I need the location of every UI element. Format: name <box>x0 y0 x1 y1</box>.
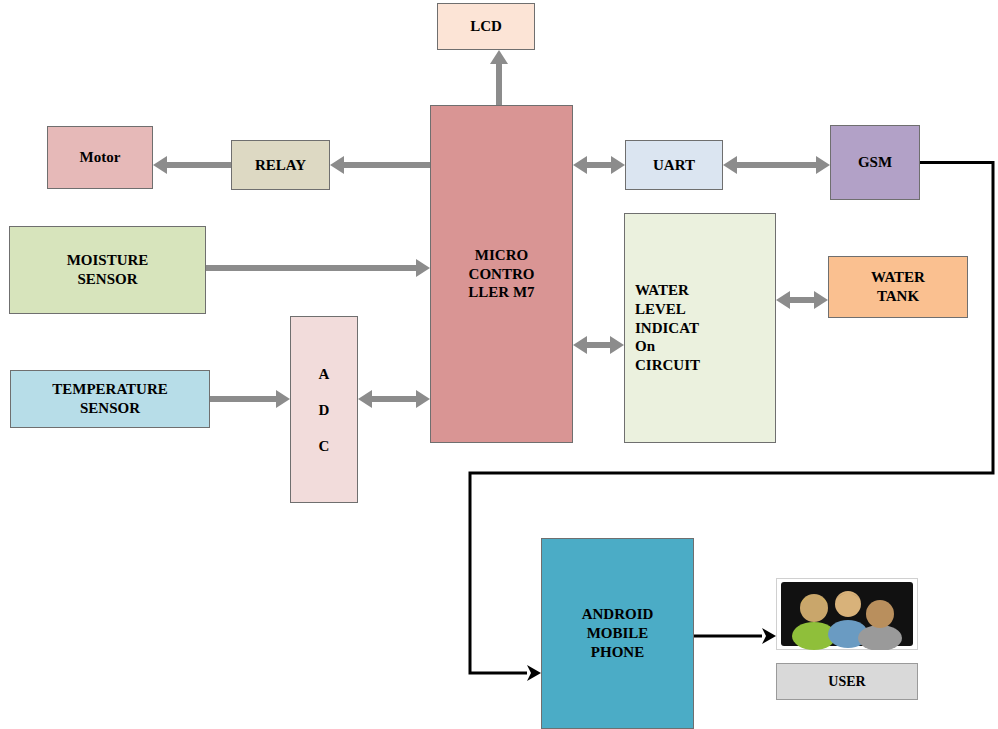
person-hair <box>866 602 894 610</box>
display-box: LCD <box>437 3 535 50</box>
data-arrow <box>587 162 611 168</box>
phone-box: ANDROID MOBILE PHONE <box>541 538 694 729</box>
node-label: ANDROID MOBILE PHONE <box>573 605 663 661</box>
motor-box: Motor <box>47 126 153 189</box>
user-icon <box>776 578 918 650</box>
node-label: MOISTURE SENSOR <box>53 251 163 289</box>
person-body <box>858 625 902 650</box>
person-head <box>866 600 894 628</box>
node-label: MICRO CONTRO LLER M7 <box>462 246 542 302</box>
node-label: TEMPERATURE SENSOR <box>45 380 175 418</box>
user-label: USER <box>776 663 918 701</box>
uart-box: UART <box>625 140 723 190</box>
data-arrow <box>790 297 814 303</box>
person-head <box>800 594 828 622</box>
person-hair <box>800 596 828 604</box>
data-arrow <box>167 162 231 168</box>
data-arrow <box>210 396 276 402</box>
data-arrow <box>587 342 610 348</box>
user-box: USER <box>776 578 918 700</box>
adc-box: A D C <box>290 316 358 503</box>
circuit-box: WATER LEVEL INDICAT On CIRCUIT <box>624 213 776 443</box>
node-label: RELAY <box>255 156 306 175</box>
node-label: UART <box>653 156 695 175</box>
relay-box: RELAY <box>231 140 330 190</box>
node-label: WATER LEVEL INDICAT On CIRCUIT <box>635 281 715 375</box>
data-arrow <box>737 162 816 168</box>
data-arrow <box>206 265 416 271</box>
person-head <box>835 591 861 617</box>
data-arrow <box>372 396 416 402</box>
node-label: WATER TANK <box>858 268 938 306</box>
node-label: GSM <box>858 153 892 172</box>
sensor-box: TEMPERATURE SENSOR <box>10 370 210 428</box>
icon-frame <box>776 578 918 650</box>
data-arrow <box>496 64 502 105</box>
node-label: LCD <box>470 17 502 36</box>
tank-box: WATER TANK <box>828 256 968 318</box>
sensor-box: MOISTURE SENSOR <box>9 226 206 314</box>
data-arrow <box>344 162 430 168</box>
node-label: Motor <box>80 148 121 167</box>
signal-arrow <box>694 635 762 638</box>
node-label: A D C <box>317 356 332 464</box>
person-hair <box>835 593 861 600</box>
gsm-box: GSM <box>830 125 920 200</box>
microcontroller-box: MICRO CONTRO LLER M7 <box>430 105 573 443</box>
